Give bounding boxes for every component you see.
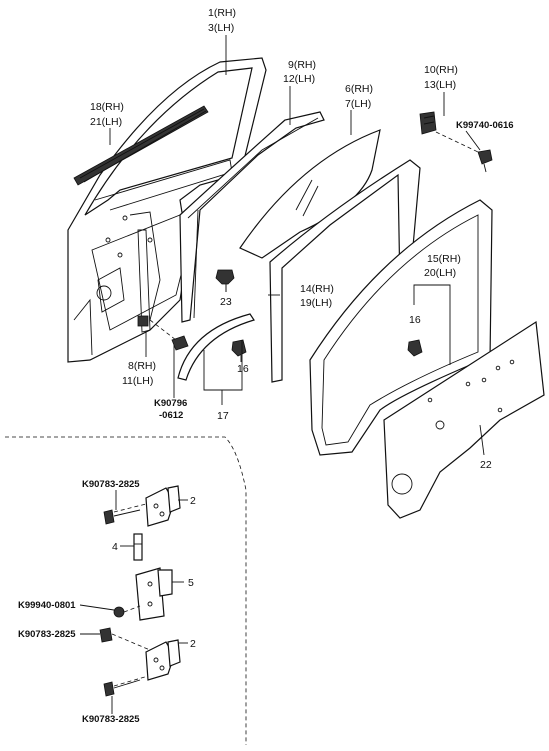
label-part-16-right: 16: [409, 314, 421, 326]
label-part-13-lh: 13(LH): [424, 79, 456, 91]
label-part-8-rh: 8(RH): [128, 360, 156, 372]
door-checker: [135, 567, 173, 621]
nut-k99940: [113, 605, 141, 618]
label-k90783-top: K90783-2825: [82, 479, 140, 490]
label-k90783-mid: K90783-2825: [18, 629, 76, 640]
label-part-15-rh: 15(RH): [427, 253, 461, 265]
part-17-strip: [177, 313, 255, 381]
label-part-7-lh: 7(LH): [345, 98, 371, 110]
label-part-12-lh: 12(LH): [283, 73, 315, 85]
label-part-2-top: 2: [190, 495, 196, 507]
belt-moulding: [73, 105, 209, 186]
label-part-10-rh: 10(RH): [424, 64, 458, 76]
hinge-upper: [145, 485, 181, 527]
hinge-pin: [133, 533, 143, 561]
label-k90796: K90796: [154, 398, 187, 409]
label-part-19-lh: 19(LH): [300, 297, 332, 309]
screw-k99740: [435, 131, 493, 173]
label-part-18-rh: 18(RH): [90, 101, 124, 113]
door-trim-panel: [383, 320, 545, 519]
door-weatherstrip: [309, 199, 493, 456]
label-part-14-rh: 14(RH): [300, 283, 334, 295]
label-part-17: 17: [217, 410, 229, 422]
label-part-11-lh: 11(LH): [122, 375, 153, 387]
leader-lines: [79, 35, 485, 714]
label-k90783-bottom: K90783-2825: [82, 714, 140, 725]
label-k90796-suffix: -0612: [159, 410, 183, 421]
label-k99940-0801: K99940-0801: [18, 600, 76, 611]
glass-run-seal: [269, 159, 421, 383]
label-part-3-lh: 3(LH): [208, 22, 234, 34]
bolt-k90783-top: [103, 503, 147, 525]
part-10-clip: [419, 111, 437, 135]
label-part-16-left: 16: [237, 363, 249, 375]
section-divider: [5, 436, 247, 745]
label-part-4: 4: [112, 541, 118, 553]
bolt-k90796: [149, 319, 189, 351]
part-23-grommet: [215, 269, 235, 292]
label-part-6-rh: 6(RH): [345, 83, 373, 95]
label-part-21-lh: 21(LH): [90, 116, 122, 128]
label-part-1-rh: 1(RH): [208, 7, 236, 19]
label-k99740-0616: K99740-0616: [456, 120, 514, 131]
label-part-20-lh: 20(LH): [424, 267, 456, 279]
part-16-clip-b: [407, 339, 423, 357]
label-part-22: 22: [480, 459, 492, 471]
label-part-2-bottom: 2: [190, 638, 196, 650]
part-8-regulator-rod: [137, 229, 151, 333]
bolt-k90783-mid: [99, 627, 151, 651]
hinge-lower: [145, 639, 181, 681]
glass-run-channel: [179, 111, 325, 323]
label-part-5: 5: [188, 577, 194, 589]
label-part-23: 23: [220, 296, 232, 308]
part-16-clip-a: [231, 339, 247, 357]
label-part-9-rh: 9(RH): [288, 59, 316, 71]
bolt-k90783-bottom: [103, 675, 149, 697]
